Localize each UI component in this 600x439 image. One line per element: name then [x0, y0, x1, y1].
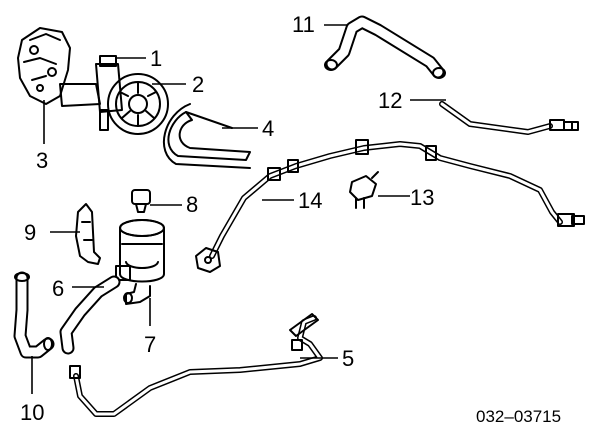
callout-10: 10 [20, 400, 44, 425]
callout-2: 2 [192, 72, 204, 97]
callout-1: 1 [150, 46, 162, 71]
callout-14: 14 [298, 188, 322, 213]
suction-hose [59, 275, 121, 355]
return-pipe [439, 101, 579, 135]
callout-6: 6 [52, 276, 64, 301]
callout-11: 11 [292, 12, 315, 37]
return-line [69, 313, 323, 417]
callout-12: 12 [378, 88, 402, 113]
callout-13: 13 [410, 185, 434, 210]
callout-9: 9 [24, 220, 36, 245]
hose-upper [324, 15, 446, 79]
reservoir-cap [131, 189, 151, 213]
callout-7: 7 [144, 332, 156, 357]
reservoir-bracket [75, 203, 101, 265]
callout-5: 5 [342, 346, 354, 371]
leader-lines [31, 24, 446, 394]
callout-4: 4 [262, 116, 274, 141]
power-steering-pump [17, 27, 169, 135]
pressure-hose [195, 139, 585, 273]
callout-3: 3 [36, 148, 48, 173]
cooler-hose [13, 271, 55, 359]
drive-belt [162, 103, 251, 169]
diagram-code: 032–03715 [476, 407, 561, 426]
pressure-switch [349, 171, 379, 209]
callout-8: 8 [186, 192, 198, 217]
reservoir-tank [115, 219, 165, 305]
